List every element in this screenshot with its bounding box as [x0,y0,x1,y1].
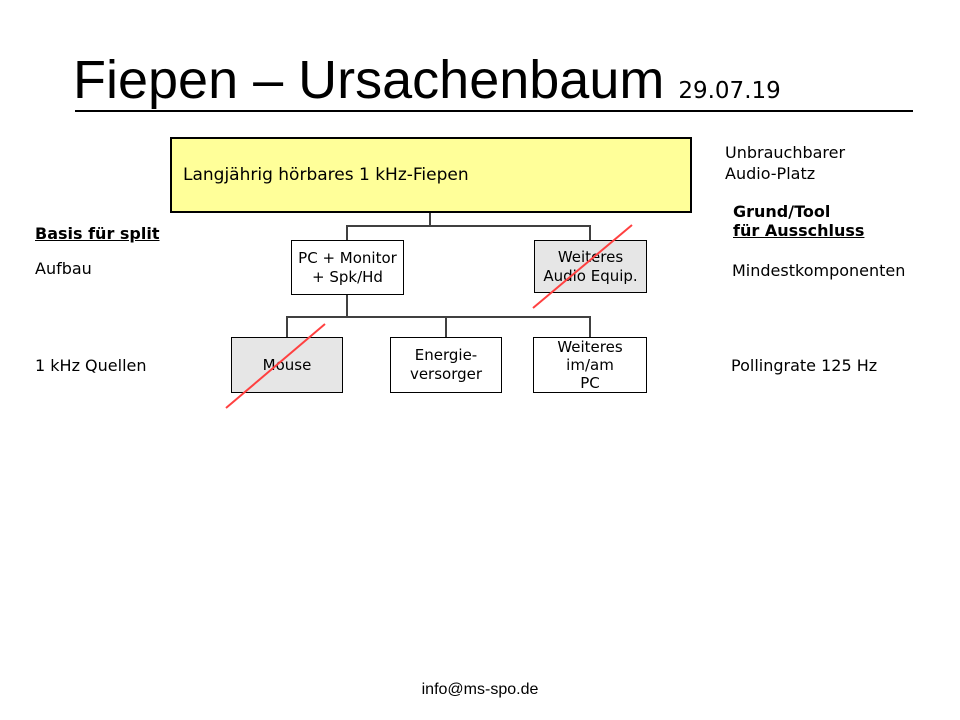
label-1khz-quellen: 1 kHz Quellen [35,356,147,375]
tree-node-weiteres-im-am-pc: Weiteres im/am PC [533,337,647,393]
connector-drop-energie [445,316,447,337]
page-title: Fiepen – Ursachenbaum [73,50,665,110]
label-pollingrate: Pollingrate 125 Hz [731,356,878,375]
node-label-line: Weiteres [557,247,624,266]
label-unbrauchbarer-audio-platz: Unbrauchbarer Audio-Platz [725,142,845,184]
label-basis-fuer-split: Basis für split [35,224,160,243]
node-label-line: Energie- [414,346,478,364]
tree-node-mouse: Mouse [231,337,343,393]
connector-root-down [429,213,431,226]
node-label-line: im/am [566,356,614,374]
node-label-line: PC [580,374,600,392]
node-label-line: Mouse [262,355,312,374]
footer-email: info@ms-spo.de [421,681,539,698]
connector-drop-mouse [286,316,288,337]
tree-node-pc-monitor: PC + Monitor + Spk/Hd [291,240,404,295]
connector-level2-horizontal [286,316,591,318]
label-line: Unbrauchbarer [725,143,846,162]
connector-drop-pc [346,225,348,240]
node-label-line: versorger [409,365,483,383]
tree-node-audio-equip: Weiteres Audio Equip. [534,240,647,293]
label-line: Audio-Platz [725,164,816,183]
root-node-label: Langjährig hörbares 1 kHz-Fiepen [183,165,469,185]
connector-pc-down [346,295,348,317]
label-mindestkomponenten: Mindestkomponenten [732,261,906,280]
tree-node-energieversorger: Energie- versorger [390,337,502,393]
title-date: 29.07.19 [678,78,781,104]
title-underline [75,110,913,112]
node-label-line: Audio Equip. [543,266,638,285]
label-grund-tool-fuer-ausschluss: Grund/Tool für Ausschluss [733,202,864,240]
label-line: für Ausschluss [733,221,865,240]
label-aufbau: Aufbau [35,259,92,278]
label-line: Grund/Tool [733,202,831,221]
connector-level1-horizontal [346,225,591,227]
connector-drop-audio [589,225,591,240]
node-label-line: Weiteres [557,338,623,356]
slide-title: Fiepen – Ursachenbaum 29.07.19 [73,50,781,110]
node-label-line: PC + Monitor [298,248,397,267]
node-label-line: + Spk/Hd [312,267,383,286]
root-node-fiepen: Langjährig hörbares 1 kHz-Fiepen [170,137,692,213]
connector-drop-weiteres-pc [589,316,591,337]
